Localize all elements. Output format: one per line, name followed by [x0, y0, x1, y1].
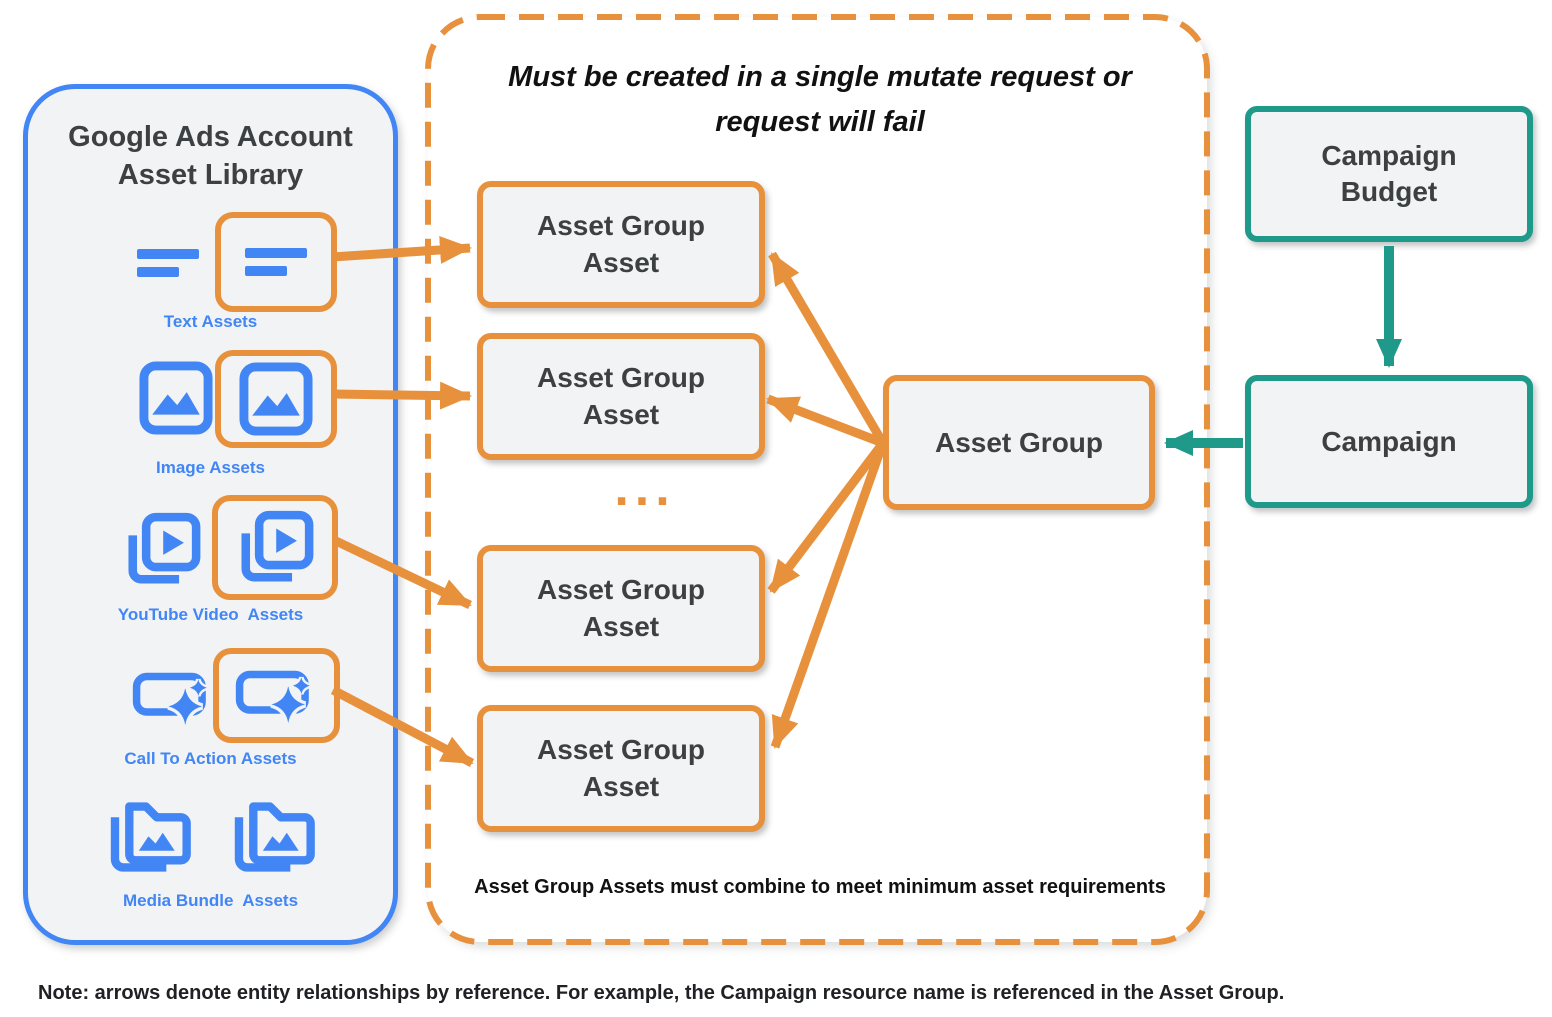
mutate-request-title: Must be created in a single mutate reque… — [425, 55, 1215, 145]
media-bundle-asset-icon — [230, 791, 322, 877]
asset-group-box: Asset Group — [883, 375, 1155, 510]
mutate-request-footnote: Asset Group Assets must combine to meet … — [474, 876, 1166, 898]
asset-group-asset-label: Asset Group Asset — [536, 734, 706, 802]
text-asset-icon — [135, 239, 201, 287]
image-asset-highlight-frame — [215, 350, 337, 448]
more-assets-ellipsis: ... — [614, 459, 676, 517]
media-bundle-asset-icon — [106, 791, 198, 877]
youtube-video-asset-highlight-frame — [212, 495, 338, 600]
asset-group-asset-label: Asset Group Asset — [536, 574, 706, 642]
call-to-action-asset-icon — [126, 669, 222, 727]
call-to-action-asset-icon — [235, 670, 318, 724]
asset-group-label: Asset Group — [934, 426, 1104, 458]
asset-group-asset-box-1: Asset Group Asset — [477, 181, 765, 308]
call-to-action-assets-label: Call To Action Assets — [124, 749, 297, 768]
campaign-box: Campaign — [1245, 375, 1533, 508]
image-assets-label: Image Assets — [156, 458, 265, 477]
call-to-action-asset-highlight-frame — [213, 648, 340, 743]
text-asset-icon — [245, 248, 307, 276]
mutate-request-title-text: Must be created in a single mutate reque… — [508, 61, 1132, 138]
youtube-video-asset-icon — [123, 510, 201, 590]
text-asset-highlight-frame — [215, 212, 337, 312]
text-assets-label: Text Assets — [163, 312, 258, 331]
asset-library-title-text: Google Ads Account Asset Library — [68, 121, 353, 191]
campaign-label: Campaign — [1321, 425, 1457, 457]
asset-group-asset-box-2: Asset Group Asset — [477, 333, 765, 460]
reference-note: Note: arrows denote entity relationships… — [38, 982, 1285, 1004]
youtube-video-assets-label: YouTube Video Assets — [117, 605, 304, 624]
asset-group-asset-label: Asset Group Asset — [536, 362, 706, 430]
asset-library-title: Google Ads Account Asset Library — [28, 119, 393, 194]
asset-group-asset-label: Asset Group Asset — [536, 210, 706, 278]
campaign-budget-label: Campaign Budget — [1321, 139, 1457, 207]
image-asset-icon — [138, 360, 214, 436]
asset-group-asset-box-4: Asset Group Asset — [477, 705, 765, 832]
asset-library-panel: Google Ads Account Asset Library Text As… — [23, 84, 398, 945]
campaign-budget-box: Campaign Budget — [1245, 106, 1533, 242]
media-bundle-assets-label: Media Bundle Assets — [122, 891, 299, 910]
youtube-video-asset-icon — [241, 510, 314, 582]
image-asset-icon — [239, 362, 313, 436]
asset-group-asset-box-3: Asset Group Asset — [477, 545, 765, 672]
